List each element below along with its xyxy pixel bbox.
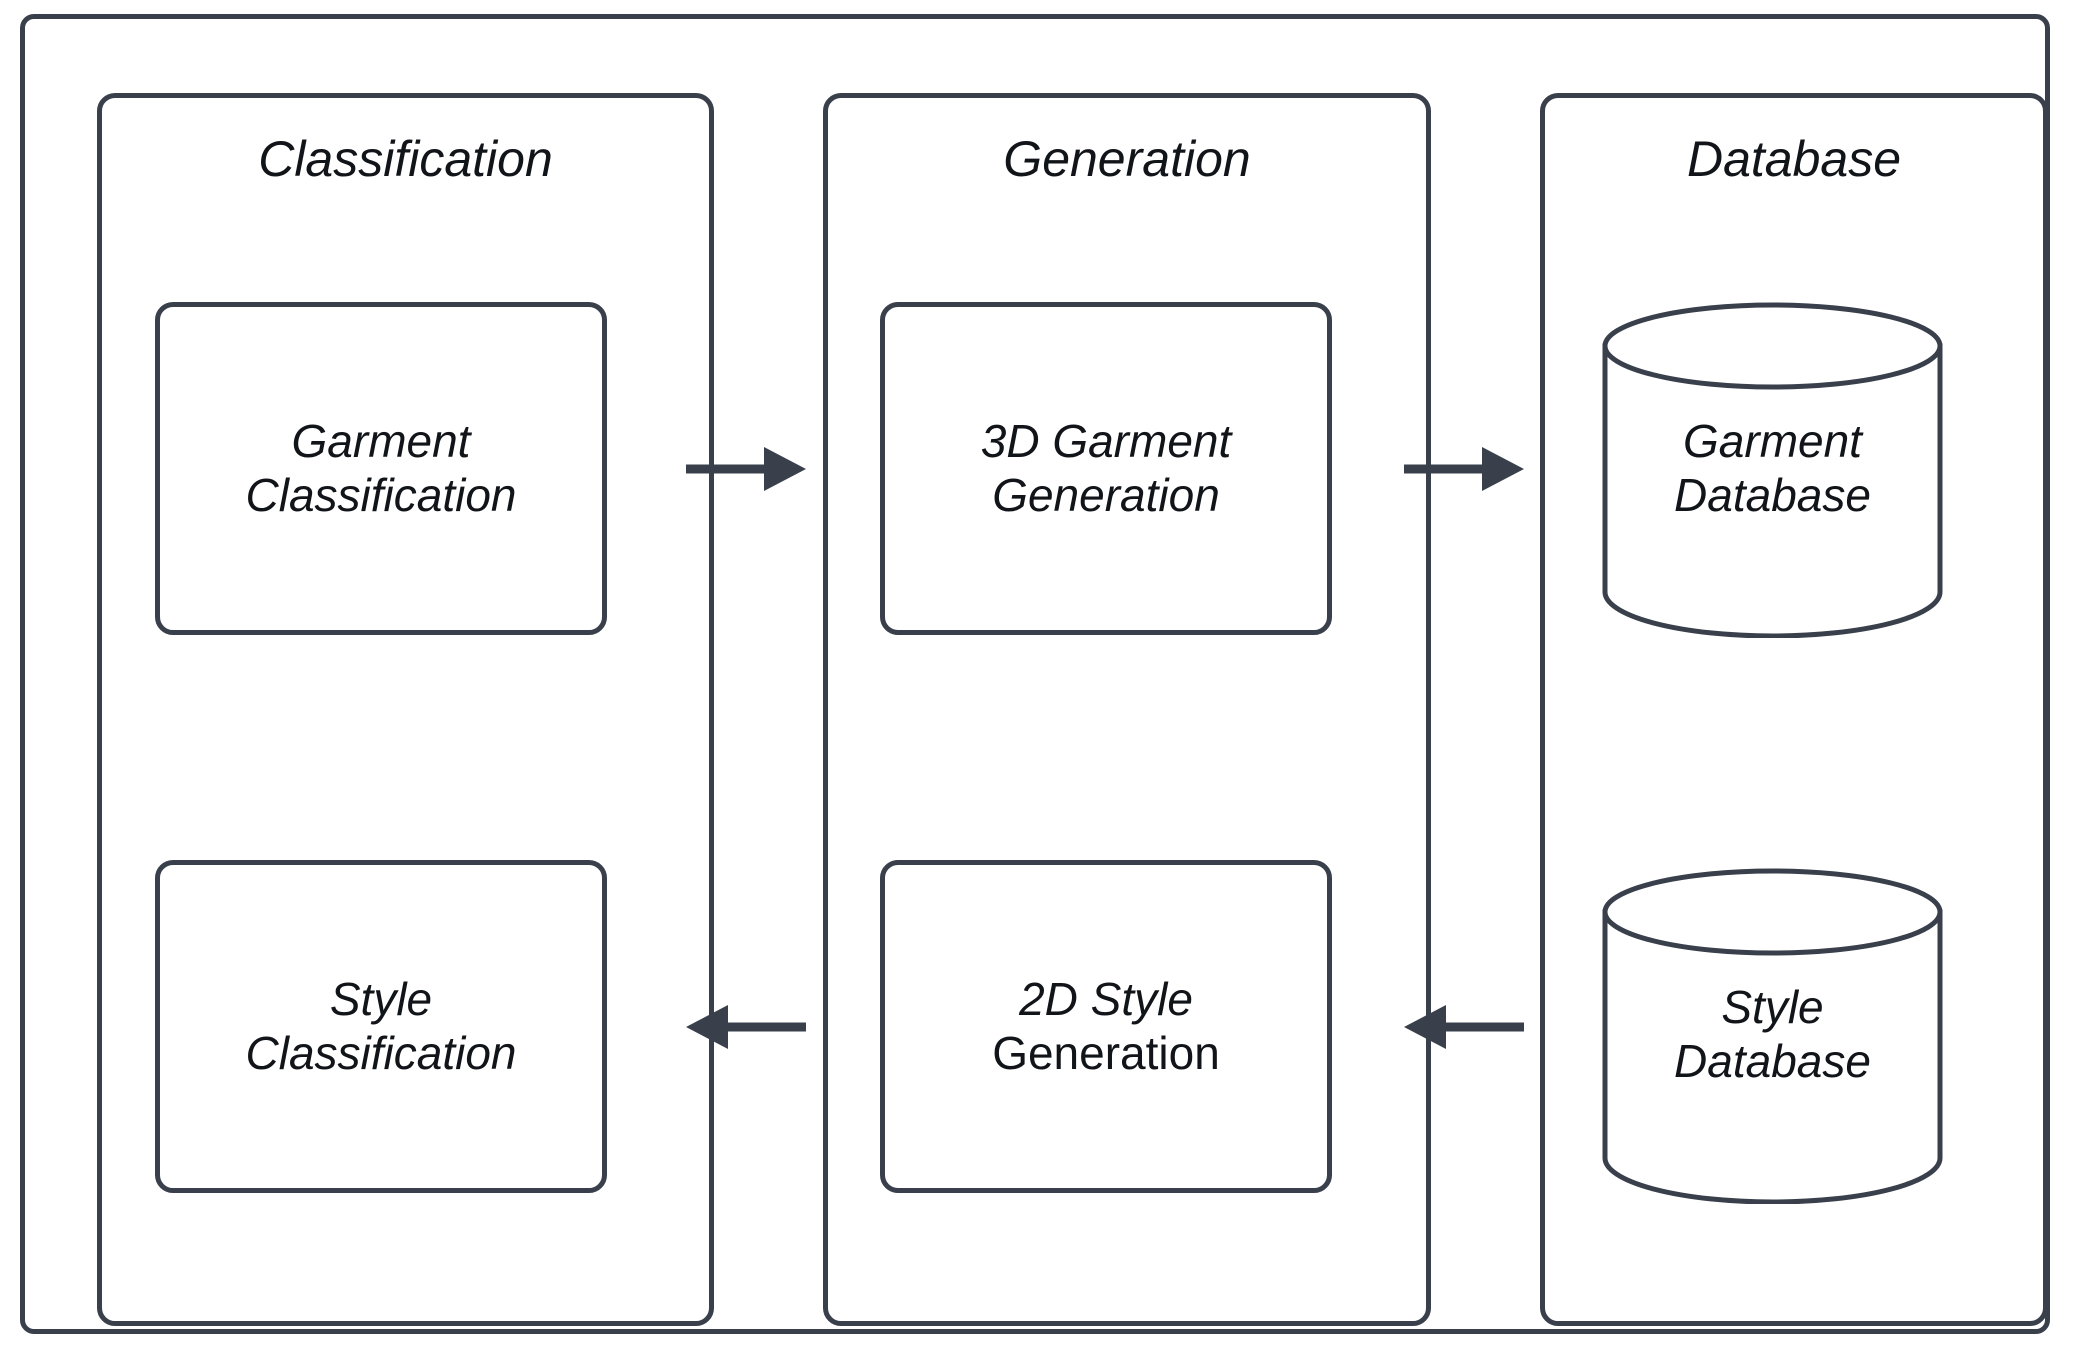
node-style-classification[interactable]: Style Classification — [155, 860, 607, 1193]
node-style-classification-label: Style Classification — [236, 973, 527, 1081]
arrow-right-icon — [1404, 447, 1524, 491]
arrow-classification-to-generation — [686, 434, 806, 504]
column-title-generation: Generation — [1003, 131, 1251, 187]
arrow-generation-to-classification — [686, 992, 806, 1062]
node-3d-garment-generation-label: 3D Garment Generation — [971, 415, 1242, 523]
arrow-left-icon — [686, 1005, 806, 1049]
node-3d-garment-generation-line2: Generation — [992, 468, 1220, 521]
node-3d-garment-generation-line1: 3D Garment — [980, 414, 1232, 467]
arrow-database-to-generation — [1404, 992, 1524, 1062]
database-cylinder-icon — [1602, 302, 1943, 638]
column-title-classification: Classification — [258, 131, 553, 187]
arrow-left-icon — [1404, 1005, 1524, 1049]
node-garment-classification-label: Garment Classification — [236, 415, 527, 523]
arrow-generation-to-database — [1404, 434, 1524, 504]
node-garment-classification[interactable]: Garment Classification — [155, 302, 607, 635]
arrow-right-icon — [686, 447, 806, 491]
node-garment-classification-line2: Classification — [245, 468, 517, 521]
node-3d-garment-generation[interactable]: 3D Garment Generation — [880, 302, 1332, 635]
column-title-database: Database — [1686, 131, 1902, 187]
node-garment-database[interactable]: Garment Database — [1600, 300, 1945, 638]
node-2d-style-generation-label: 2D Style Generation — [982, 973, 1230, 1081]
node-2d-style-generation-line2: Generation — [992, 1026, 1220, 1079]
node-garment-classification-line1: Garment — [291, 414, 471, 467]
node-style-classification-line1: Style — [329, 972, 433, 1025]
node-2d-style-generation[interactable]: 2D Style Generation — [880, 860, 1332, 1193]
node-style-database[interactable]: Style Database — [1600, 866, 1945, 1204]
node-2d-style-generation-line1: 2D Style — [1019, 972, 1193, 1025]
node-style-classification-line2: Classification — [245, 1026, 517, 1079]
database-cylinder-icon — [1602, 868, 1943, 1204]
